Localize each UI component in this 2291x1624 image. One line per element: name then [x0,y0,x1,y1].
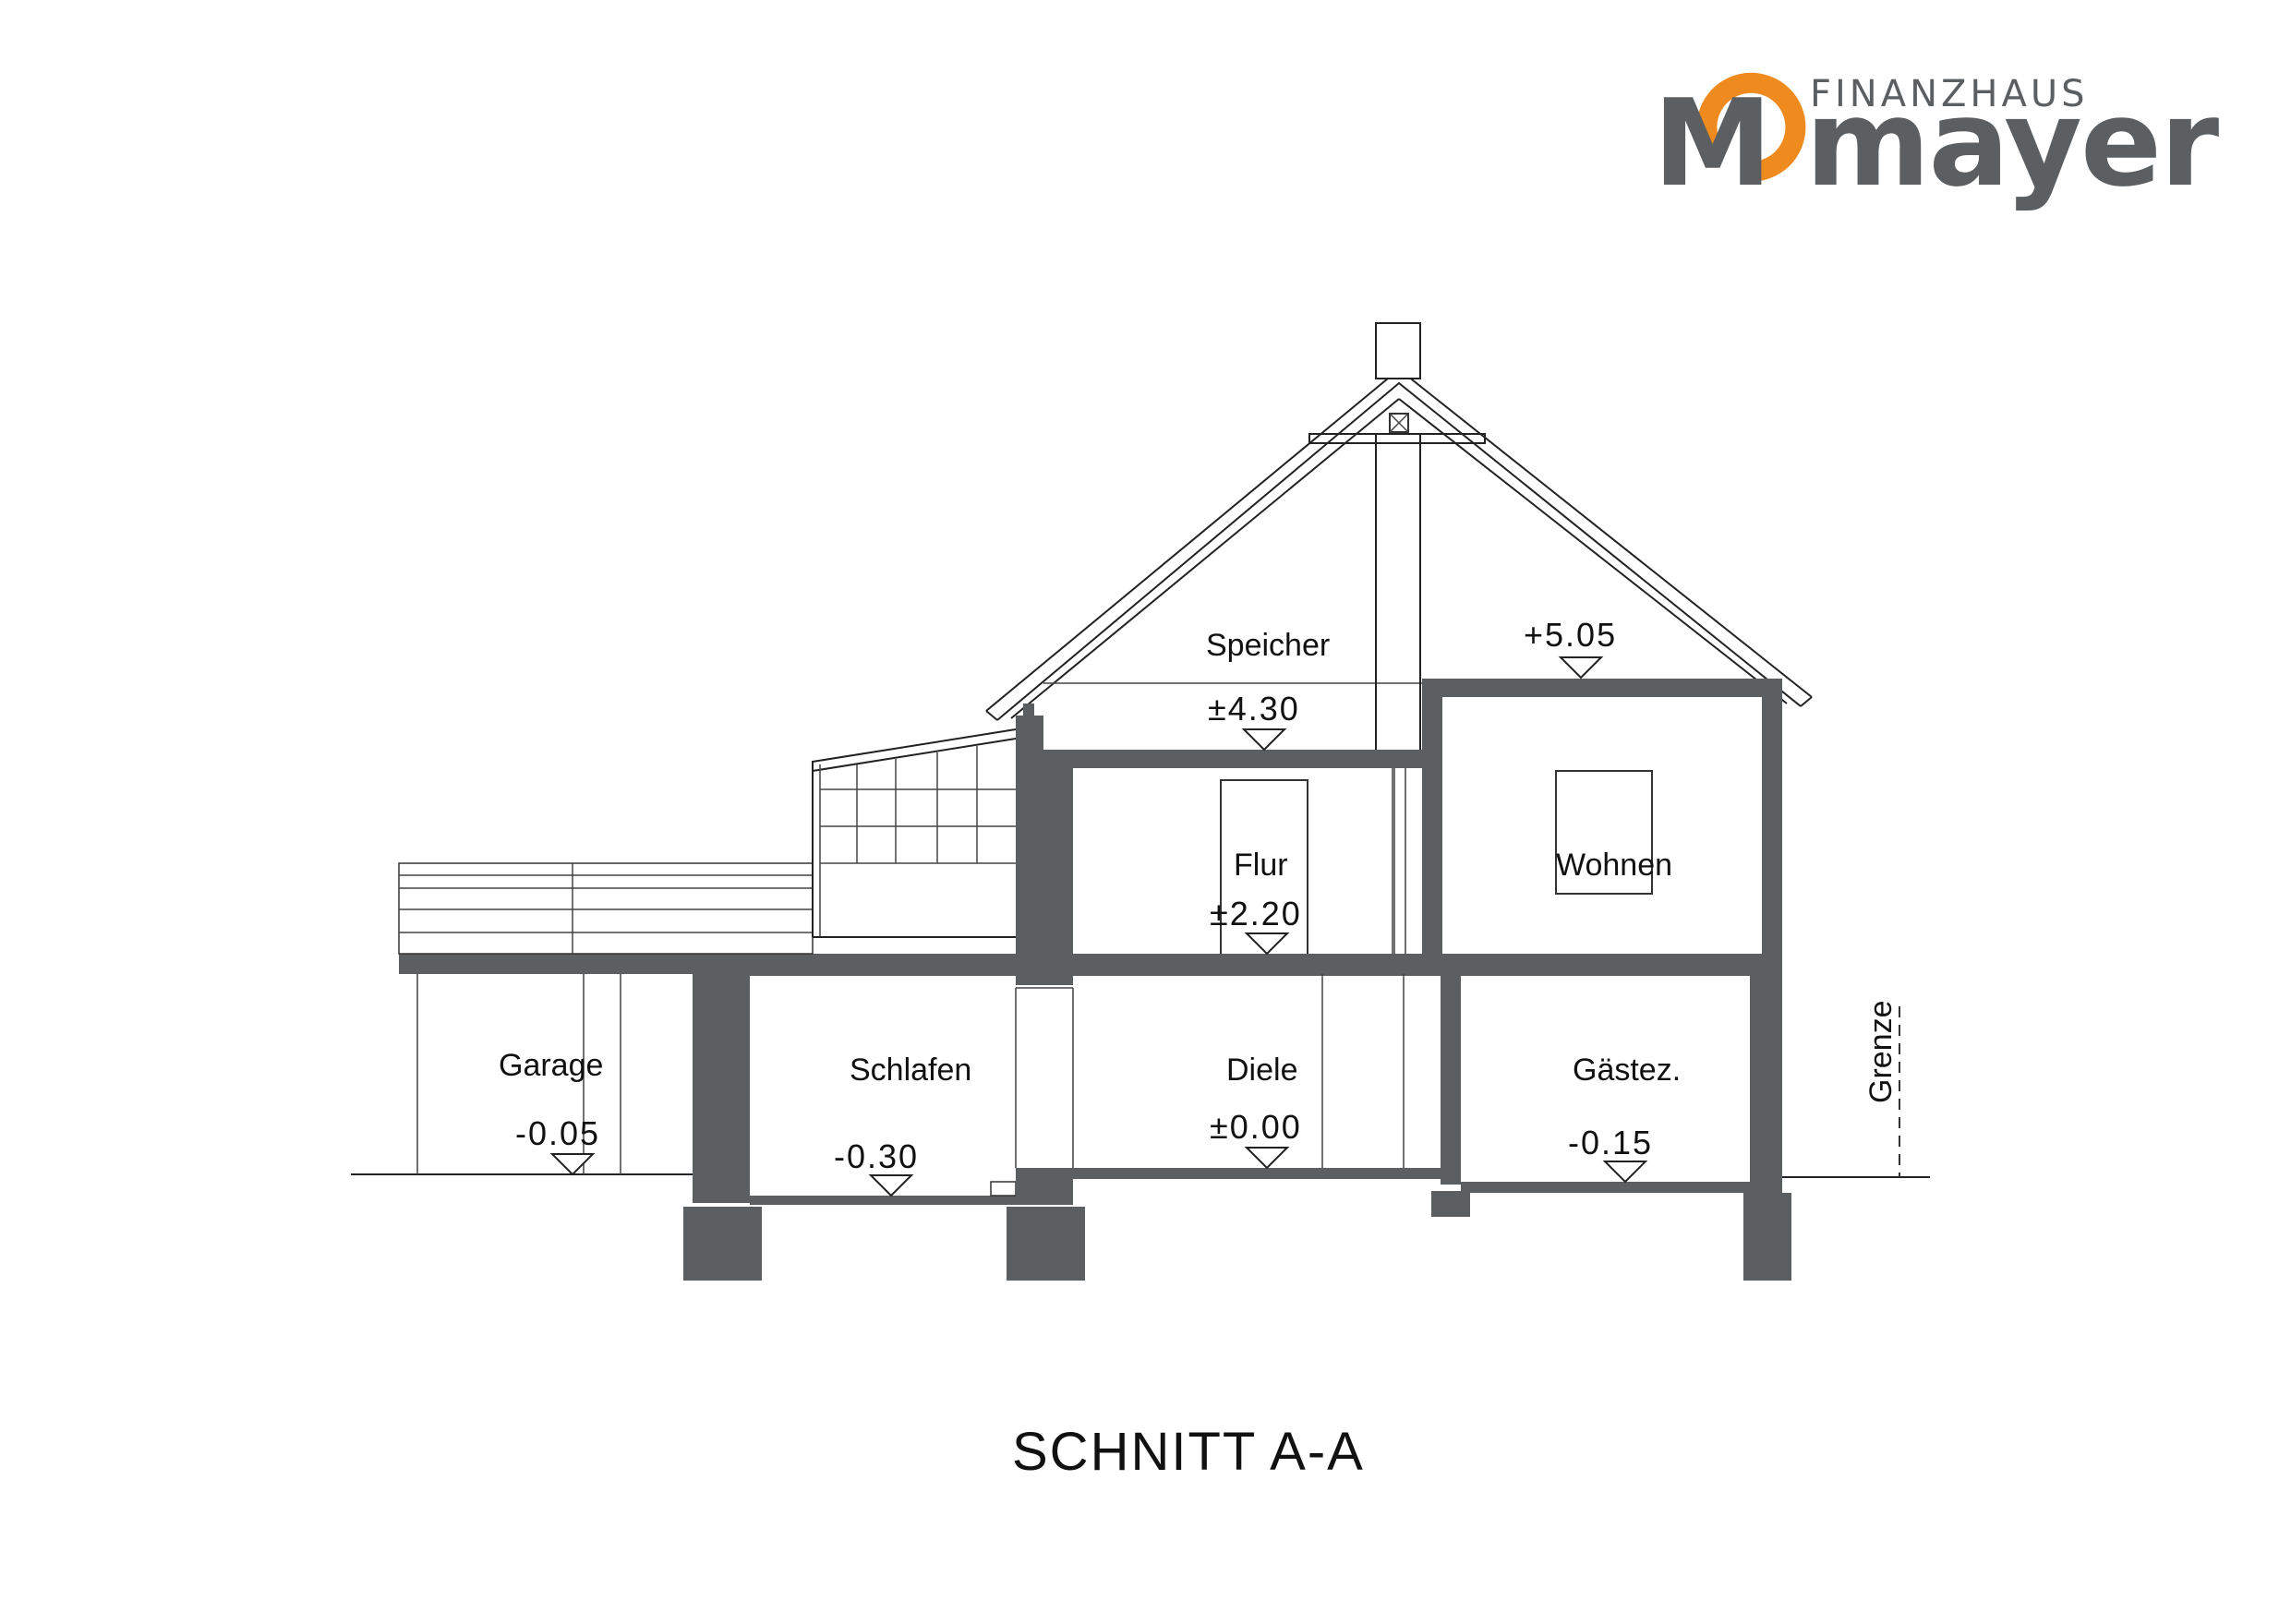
level-marker-garage-icon [549,1153,596,1176]
wohnen-block [1422,679,1782,956]
flur-door [1220,779,1308,956]
level-marker-flur-icon [1244,932,1290,956]
room-label-schlafen: Schlafen [850,1053,971,1088]
level-diele: ±0.00 [1210,1108,1302,1146]
finanzhaus-mayer-logo: M FINANZHAUS mayer [1653,72,2221,213]
ground-floor-ceiling-slab [399,954,1782,974]
level-wohnen: +5.05 [1524,616,1617,654]
level-marker-diele-icon [1244,1147,1290,1170]
logo-mayer-text: mayer [1805,73,2219,213]
room-label-speicher: Speicher [1206,628,1330,663]
room-label-diele: Diele [1226,1053,1297,1088]
attic-floor-slab [1016,750,1439,768]
ground-floor-structure [693,972,1782,1217]
level-garage: -0.05 [515,1114,600,1152]
foundations [683,1193,1791,1281]
room-label-flur: Flur [1234,848,1288,883]
attic-knee-wall [1016,716,1043,752]
chimney [1375,322,1421,954]
level-marker-schlafen-icon [868,1174,914,1197]
level-marker-wohnen-icon [1558,656,1604,680]
drawing-title: SCHNITT A-A [1012,1422,1365,1482]
level-marker-gaestez-icon [1602,1161,1648,1184]
garage [398,862,814,1174]
conservatory [812,728,1017,938]
roof [985,367,1813,721]
level-schlafen: -0.30 [834,1137,919,1175]
level-gaestez: -0.15 [1568,1124,1653,1161]
wohnen-window [1555,770,1653,895]
boundary-label: Grenze [1863,1001,1899,1104]
level-marker-speicher-icon [1241,728,1287,752]
room-label-garage: Garage [499,1048,603,1083]
level-flur: ±2.20 [1210,895,1302,932]
room-label-wohnen: Wohnen [1556,848,1672,883]
logo-orange-arc-icon [1696,72,1806,181]
room-label-gaestez: Gästez. [1573,1053,1681,1088]
logo-mark-letter: M [1653,73,1770,213]
collar-beam [1308,433,1486,444]
logo-finanzhaus-text: FINANZHAUS [1810,73,2089,115]
level-speicher: ±4.30 [1208,690,1300,728]
flur-block [1016,750,1393,985]
